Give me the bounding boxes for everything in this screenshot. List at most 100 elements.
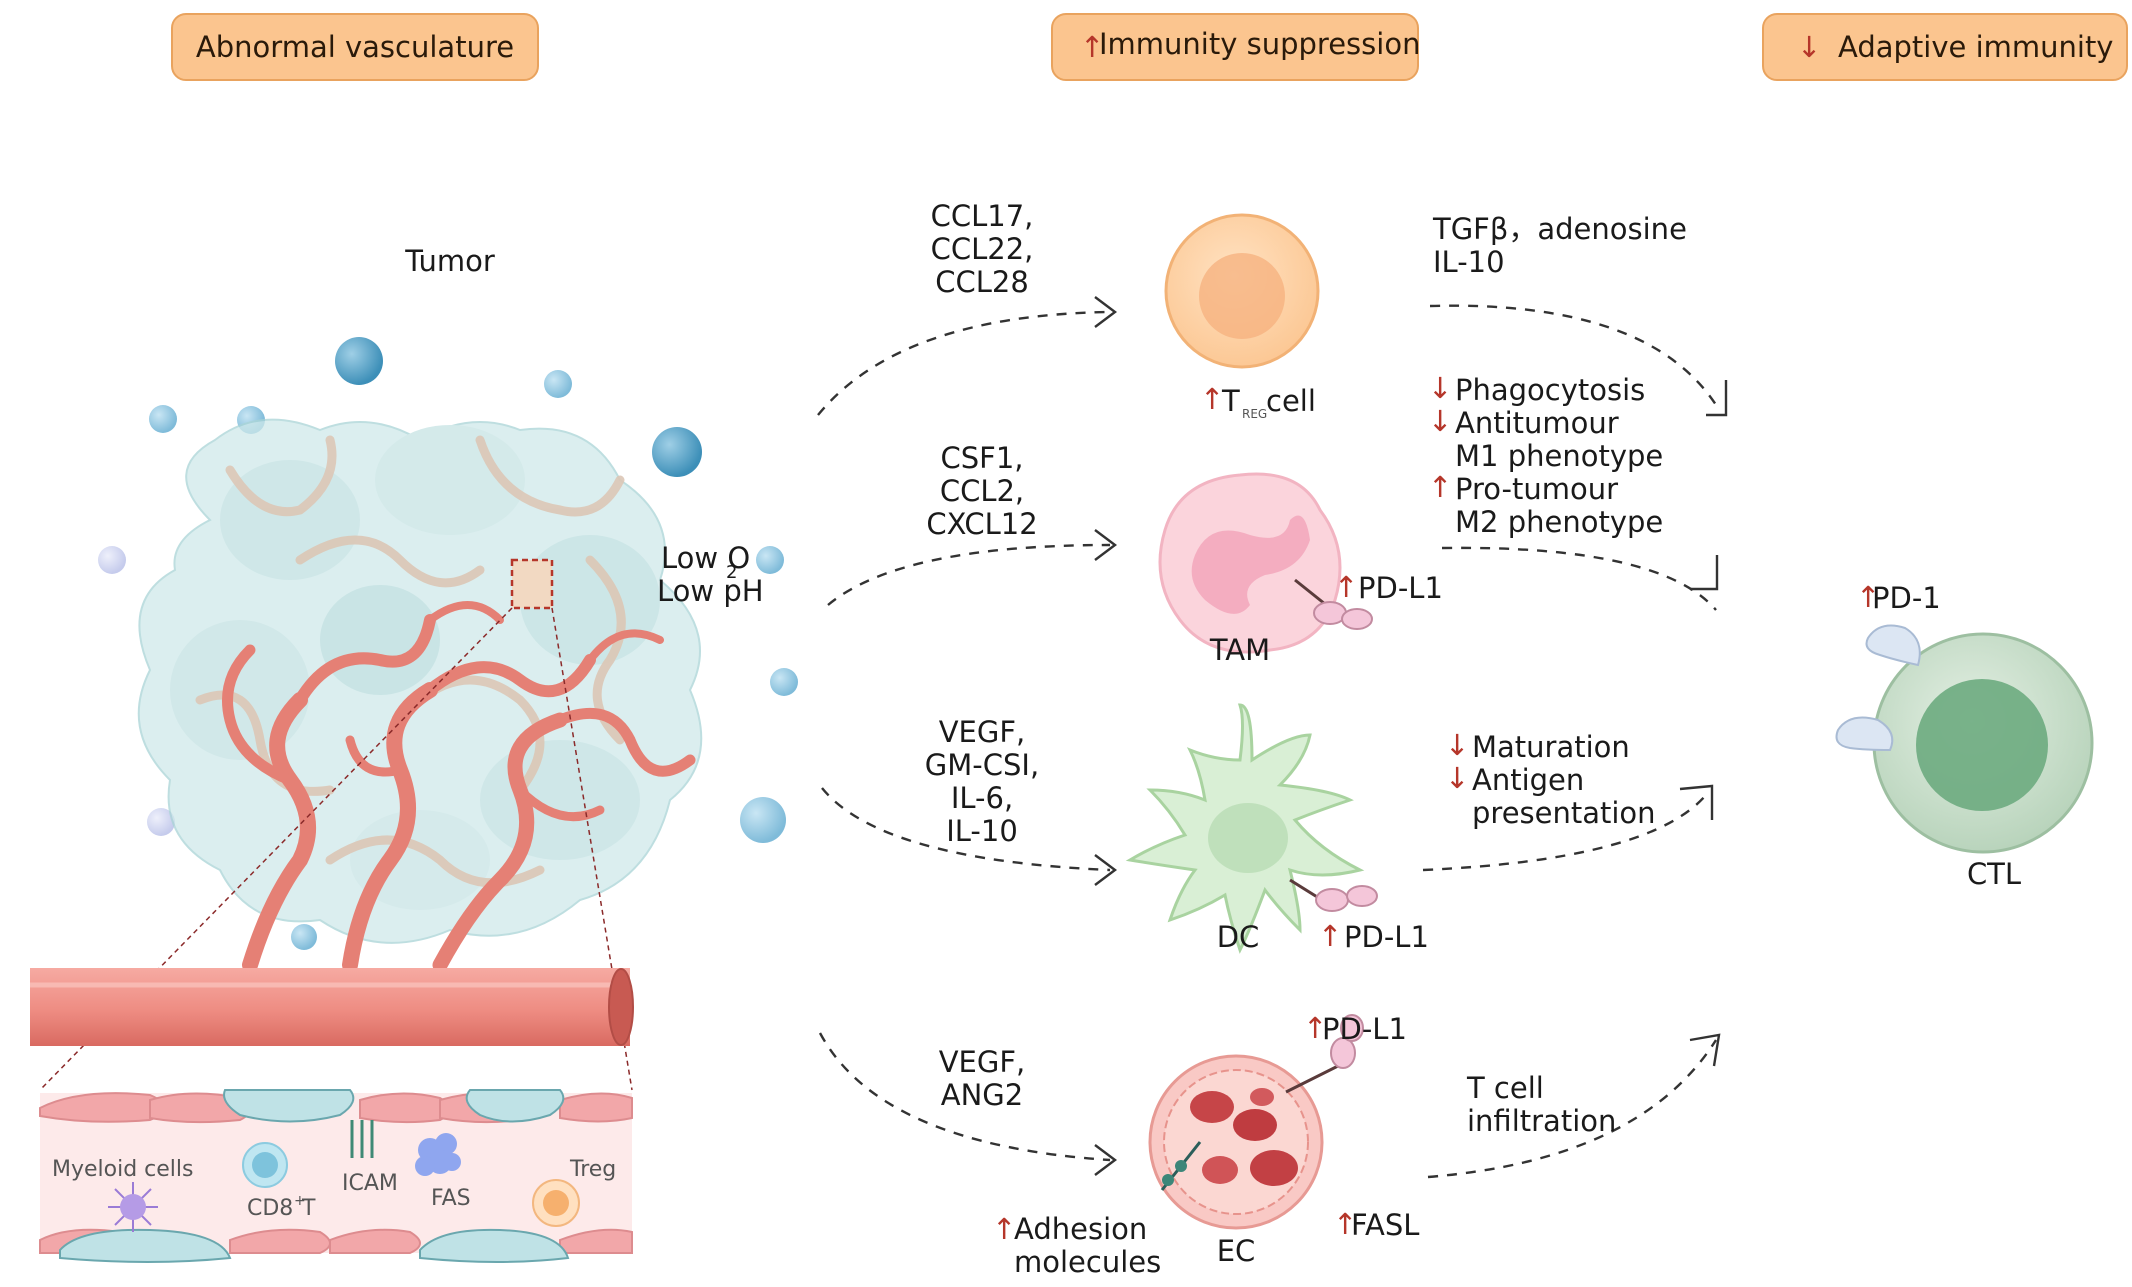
oxygen-sphere xyxy=(291,924,317,950)
arrow-from-ec xyxy=(1427,1039,1718,1179)
main-blood-vessel xyxy=(30,968,634,1046)
svg-text:↑: ↑ xyxy=(1333,1207,1357,1241)
arrow-from-tam xyxy=(1441,546,1717,611)
adhesion-molecules-label: ↑ Adhesion molecules xyxy=(992,1212,1161,1279)
svg-text:CXCL12: CXCL12 xyxy=(926,507,1037,541)
oxygen-sphere xyxy=(740,797,786,843)
svg-text:molecules: molecules xyxy=(1014,1245,1161,1279)
svg-text:2: 2 xyxy=(726,562,737,583)
input-arrows xyxy=(817,296,1117,1176)
svg-text:↑: ↑ xyxy=(1856,580,1880,614)
zoom-box xyxy=(510,558,554,610)
header-abnormal-vasculature: Abnormal vasculature xyxy=(171,13,539,81)
tumor-illustration xyxy=(30,337,798,1091)
dc-cell xyxy=(1125,703,1378,954)
myeloid-label: Myeloid cells xyxy=(52,1157,194,1182)
svg-text:VEGF,: VEGF, xyxy=(939,715,1026,749)
ec-cell xyxy=(1148,1014,1364,1230)
header-up-arrow: ↑ xyxy=(1080,30,1104,64)
svg-text:Antitumour: Antitumour xyxy=(1455,406,1619,440)
vessel-cross-section: Myeloid cells CD8 + T ICAM FAS Treg xyxy=(39,1089,633,1263)
svg-text:↑: ↑ xyxy=(1200,382,1224,416)
dc-factors: VEGF, GM-CSI, IL-6, IL-10 xyxy=(925,715,1039,848)
svg-text:REG: REG xyxy=(1242,407,1267,421)
myeloid-cell-icon xyxy=(108,1182,158,1232)
cd8-t-cell-icon xyxy=(242,1142,288,1188)
oxygen-sphere xyxy=(544,370,572,398)
treg-factors: CCL17, CCL22, CCL28 xyxy=(931,199,1034,299)
treg-cell-label: ↑ T REG cell xyxy=(1200,382,1316,421)
ec-label: EC xyxy=(1217,1234,1256,1268)
ctl-pd-1-label: ↑ PD-1 xyxy=(1856,580,1941,615)
header-adaptive-immunity-label: Adaptive immunity xyxy=(1838,30,2113,64)
svg-text:cell: cell xyxy=(1266,384,1316,418)
svg-text:PD-L1: PD-L1 xyxy=(1358,571,1443,605)
ctl-cell xyxy=(1835,624,2094,854)
output-arrows xyxy=(1422,304,1728,1179)
svg-text:CCL2,: CCL2, xyxy=(940,474,1024,508)
oxygen-sphere xyxy=(98,546,126,574)
oxygen-sphere xyxy=(335,337,383,385)
svg-text:Phagocytosis: Phagocytosis xyxy=(1455,373,1645,407)
svg-text:↑: ↑ xyxy=(1318,919,1342,953)
svg-text:PD-L1: PD-L1 xyxy=(1344,920,1429,954)
header-down-arrow: ↓ xyxy=(1797,30,1821,64)
arrow-to-dc xyxy=(821,787,1111,872)
svg-text:↑: ↑ xyxy=(1303,1011,1327,1045)
svg-text:Pro-tumour: Pro-tumour xyxy=(1455,472,1618,506)
svg-text:CSF1,: CSF1, xyxy=(940,441,1023,475)
svg-text:+: + xyxy=(294,1193,306,1209)
svg-text:Adhesion: Adhesion xyxy=(1014,1212,1147,1246)
oxygen-sphere xyxy=(147,808,175,836)
treg-effects: TGFβ，adenosine IL-10 xyxy=(1432,212,1687,279)
svg-text:CD8: CD8 xyxy=(247,1196,293,1221)
oxygen-sphere xyxy=(770,668,798,696)
svg-text:↑: ↑ xyxy=(1428,470,1452,504)
fas-label: FAS xyxy=(431,1186,471,1211)
header-immunity-suppression-label: Immunity suppression xyxy=(1099,27,1420,61)
arrow-to-tam xyxy=(827,543,1111,606)
svg-text:↑: ↑ xyxy=(992,1212,1016,1246)
svg-text:Maturation: Maturation xyxy=(1472,730,1630,764)
tam-factors: CSF1, CCL2, CXCL12 xyxy=(926,441,1037,541)
oxygen-sphere xyxy=(149,405,177,433)
icam-label: ICAM xyxy=(342,1171,398,1196)
ec-pd-l1-label: ↑ PD-L1 xyxy=(1303,1011,1407,1046)
svg-text:IL-10: IL-10 xyxy=(946,814,1018,848)
dc-effects: ↓ Maturation ↓ Antigen presentation xyxy=(1445,728,1656,830)
svg-text:PD-1: PD-1 xyxy=(1872,581,1941,615)
ec-fasl-label: ↑ FASL xyxy=(1333,1207,1419,1242)
svg-text:↓: ↓ xyxy=(1445,728,1469,762)
arrow-from-dc xyxy=(1422,794,1707,872)
tam-label: TAM xyxy=(1209,633,1270,667)
svg-text:infiltration: infiltration xyxy=(1467,1104,1616,1138)
svg-text:CCL22,: CCL22, xyxy=(931,232,1034,266)
svg-text:TGFβ，adenosine: TGFβ，adenosine xyxy=(1432,212,1687,246)
treg-cell-icon xyxy=(532,1179,580,1227)
ctl-label: CTL xyxy=(1967,857,2021,891)
oxygen-sphere xyxy=(756,546,784,574)
svg-text:ANG2: ANG2 xyxy=(941,1078,1023,1112)
svg-text:CCL17,: CCL17, xyxy=(931,199,1034,233)
svg-text:PD-L1: PD-L1 xyxy=(1322,1012,1407,1046)
oxygen-sphere xyxy=(652,427,702,477)
header-abnormal-vasculature-label: Abnormal vasculature xyxy=(196,30,514,64)
header-adaptive-immunity: ↓ Adaptive immunity xyxy=(1762,13,2128,81)
icam-icon xyxy=(350,1120,374,1158)
tam-pd-l1-label: ↑ PD-L1 xyxy=(1334,570,1443,605)
ec-factors: VEGF, ANG2 xyxy=(939,1045,1026,1112)
svg-text:GM-CSI,: GM-CSI, xyxy=(925,748,1039,782)
tumor-mass xyxy=(137,418,703,944)
cd8-label: CD8 + T xyxy=(247,1193,316,1221)
svg-text:↓: ↓ xyxy=(1428,404,1452,438)
low-o2-label: Low O 2 xyxy=(661,541,750,583)
header-immunity-suppression: ↑ Immunity suppression xyxy=(1051,13,1420,81)
arrow-to-ec xyxy=(818,1032,1111,1162)
svg-text:FASL: FASL xyxy=(1351,1208,1419,1242)
arrow-from-treg xyxy=(1429,304,1720,409)
svg-text:Low O: Low O xyxy=(661,541,750,575)
treg-cell xyxy=(1164,213,1320,369)
svg-text:↑: ↑ xyxy=(1334,570,1358,604)
